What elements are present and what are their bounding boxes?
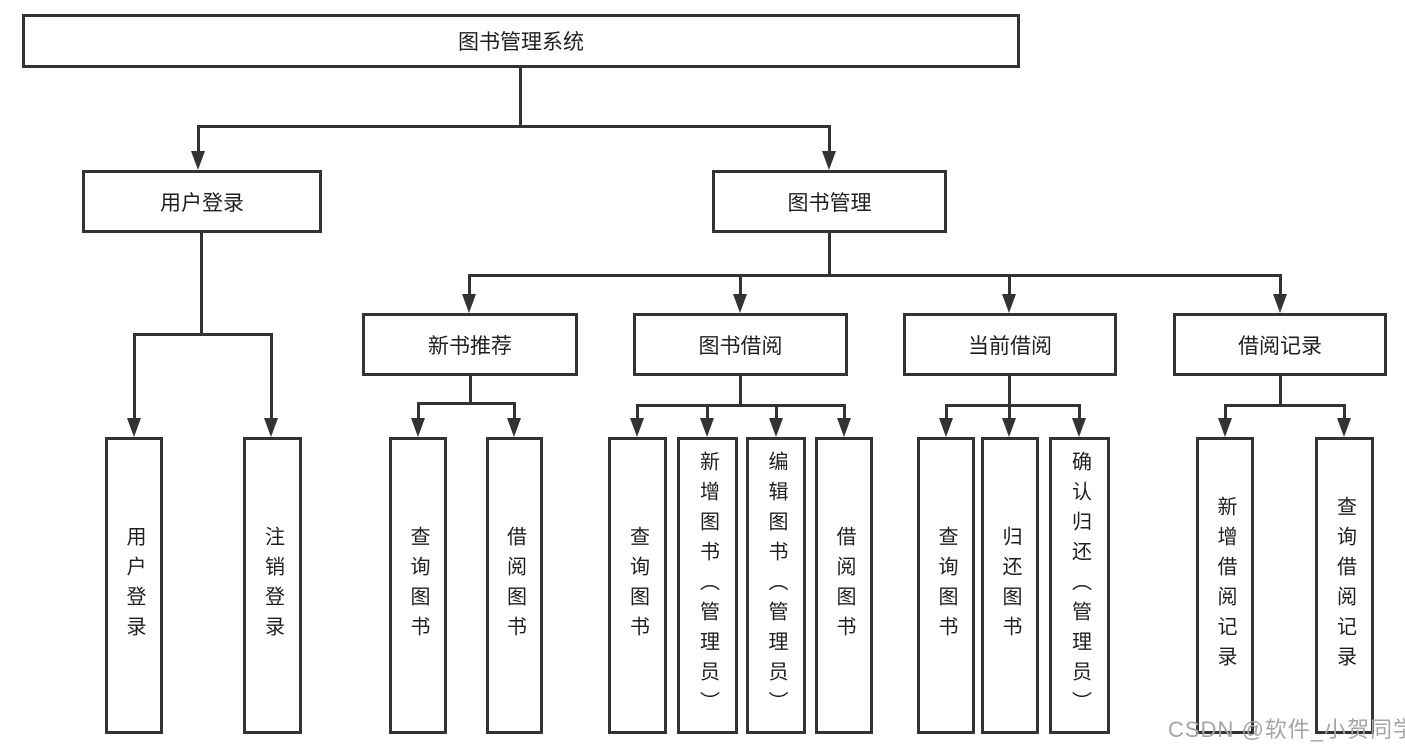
connector-line bbox=[1008, 404, 1011, 420]
arrowhead-down-icon bbox=[1002, 418, 1016, 437]
connector-line bbox=[468, 274, 1282, 277]
arrowhead-down-icon bbox=[1072, 418, 1086, 437]
node-label: 查询图书 bbox=[935, 525, 957, 646]
arrowhead-down-icon bbox=[630, 418, 644, 437]
node-label: 查询借阅记录 bbox=[1333, 495, 1356, 676]
connector-line bbox=[843, 404, 846, 420]
connector-line bbox=[417, 402, 516, 405]
csdn-watermark: CSDN @软件_小贺同学 bbox=[1168, 717, 1405, 742]
node-label: 归还图书 bbox=[999, 525, 1021, 646]
node-leaf-borrow-books-recommend: 借阅图书 bbox=[486, 437, 543, 734]
node-leaf-logout: 注销登录 bbox=[243, 437, 302, 734]
arrowhead-down-icon bbox=[1218, 418, 1232, 437]
node-label: 查询图书 bbox=[626, 525, 649, 646]
arrowhead-down-icon bbox=[837, 418, 851, 437]
node-label: 图书管理系统 bbox=[458, 31, 584, 54]
node-leaf-confirm-return-admin: 确认归还（管理员） bbox=[1049, 437, 1110, 734]
arrowhead-down-icon bbox=[127, 418, 141, 437]
arrowhead-down-icon bbox=[191, 151, 205, 170]
connector-line bbox=[636, 404, 639, 420]
node-label: 编辑图书（管理员） bbox=[765, 450, 787, 721]
node-leaf-return-books: 归还图书 bbox=[981, 437, 1039, 734]
arrowhead-down-icon bbox=[264, 418, 278, 437]
node-label: 用户登录 bbox=[123, 525, 145, 646]
connector-line bbox=[739, 376, 742, 407]
connector-line bbox=[197, 125, 200, 153]
connector-line bbox=[828, 125, 831, 153]
connector-line bbox=[739, 274, 742, 296]
connector-line bbox=[417, 402, 420, 420]
arrowhead-down-icon bbox=[411, 418, 425, 437]
connector-line bbox=[1224, 404, 1346, 407]
connector-line bbox=[945, 404, 948, 420]
node-label: 查询图书 bbox=[407, 525, 429, 646]
node-leaf-query-books-current: 查询图书 bbox=[917, 437, 975, 734]
node-label: 新书推荐 bbox=[428, 334, 512, 358]
node-label: 借阅记录 bbox=[1238, 334, 1322, 358]
connector-line bbox=[1343, 404, 1346, 420]
node-leaf-query-books-borrow: 查询图书 bbox=[608, 437, 667, 734]
node-label: 借阅图书 bbox=[833, 525, 855, 646]
node-user-login: 用户登录 bbox=[82, 170, 322, 233]
node-label: 图书管理 bbox=[787, 191, 872, 215]
connector-line bbox=[270, 333, 273, 418]
connector-line bbox=[468, 274, 471, 296]
node-label: 图书借阅 bbox=[698, 334, 783, 358]
node-label: 注销登录 bbox=[261, 525, 284, 646]
connector-line bbox=[1279, 274, 1282, 296]
connector-line bbox=[513, 402, 516, 420]
node-leaf-edit-books-admin: 编辑图书（管理员） bbox=[746, 437, 806, 734]
node-label: 新增借阅记录 bbox=[1214, 495, 1236, 676]
connector-line bbox=[945, 404, 1081, 407]
arrowhead-down-icon bbox=[939, 418, 953, 437]
connector-line bbox=[1078, 404, 1081, 420]
connector-line bbox=[1279, 376, 1282, 407]
arrowhead-down-icon bbox=[507, 418, 521, 437]
connector-line bbox=[828, 233, 831, 277]
connector-line bbox=[469, 376, 472, 405]
arrowhead-down-icon bbox=[769, 418, 783, 437]
arrowhead-down-icon bbox=[822, 151, 836, 170]
node-leaf-user-login: 用户登录 bbox=[105, 437, 163, 734]
node-book-management: 图书管理 bbox=[712, 170, 947, 233]
arrowhead-down-icon bbox=[700, 418, 714, 437]
node-label: 新增图书（管理员） bbox=[696, 450, 719, 721]
arrowhead-down-icon bbox=[733, 294, 747, 313]
node-library-management-system: 图书管理系统 bbox=[22, 14, 1020, 68]
connector-line bbox=[1224, 404, 1227, 420]
node-leaf-add-books-admin: 新增图书（管理员） bbox=[677, 437, 738, 734]
node-leaf-query-books-recommend: 查询图书 bbox=[389, 437, 447, 734]
connector-line bbox=[197, 125, 831, 128]
node-new-book-recommend: 新书推荐 bbox=[362, 313, 578, 376]
node-book-borrow: 图书借阅 bbox=[633, 313, 848, 376]
node-label: 用户登录 bbox=[160, 191, 244, 215]
connector-line bbox=[706, 404, 709, 420]
connector-line bbox=[1008, 376, 1011, 407]
arrowhead-down-icon bbox=[1337, 418, 1351, 437]
node-borrow-records: 借阅记录 bbox=[1173, 313, 1387, 376]
connector-line bbox=[200, 233, 203, 336]
arrowhead-down-icon bbox=[1002, 294, 1016, 313]
arrowhead-down-icon bbox=[1273, 294, 1287, 313]
connector-line bbox=[1008, 274, 1011, 296]
node-label: 借阅图书 bbox=[503, 525, 526, 646]
node-label: 确认归还（管理员） bbox=[1068, 450, 1091, 721]
node-current-borrow: 当前借阅 bbox=[903, 313, 1117, 376]
node-leaf-add-borrow-record: 新增借阅记录 bbox=[1196, 437, 1254, 734]
arrowhead-down-icon bbox=[462, 294, 476, 313]
connector-line bbox=[133, 333, 136, 418]
connector-line bbox=[519, 68, 522, 128]
node-leaf-query-borrow-record: 查询借阅记录 bbox=[1315, 437, 1374, 734]
node-label: 当前借阅 bbox=[968, 334, 1052, 358]
connector-line bbox=[133, 333, 273, 336]
connector-line bbox=[636, 404, 846, 407]
connector-line bbox=[775, 404, 778, 420]
node-leaf-borrow-books: 借阅图书 bbox=[815, 437, 873, 734]
